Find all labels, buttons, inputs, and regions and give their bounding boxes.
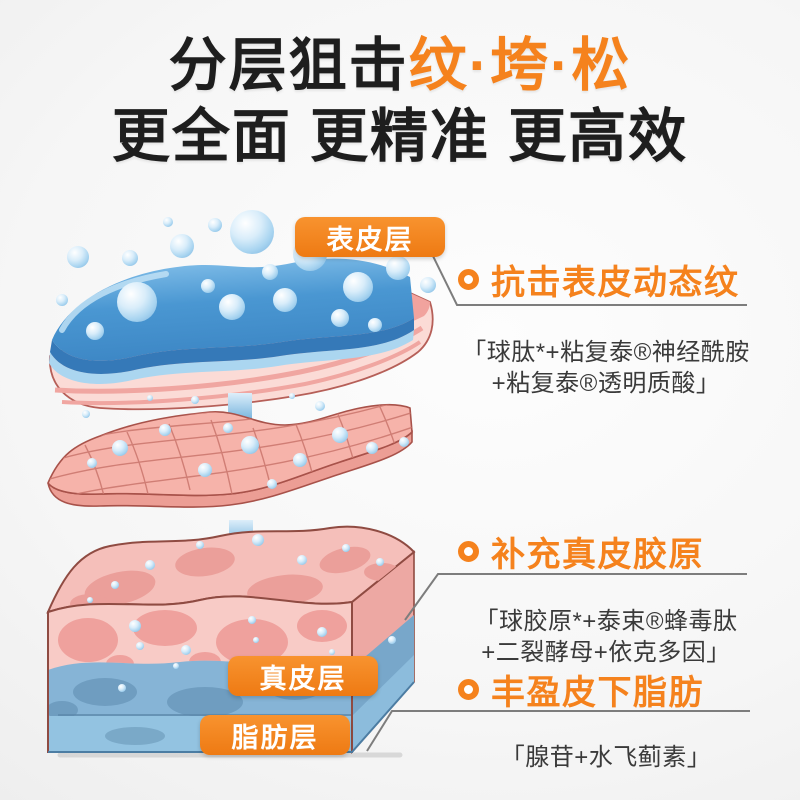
annotation-heading-text: 丰盈皮下脂肪 (491, 673, 704, 712)
dermis-mesh-layer (47, 393, 413, 508)
annotation-epidermis-detail: 「球肽*+粘复泰®神经酰胺+粘复泰®透明质酸」 (462, 339, 750, 397)
title-line1-black: 分层狙击 (168, 33, 409, 98)
annotation-fat-heading: 丰盈皮下脂肪 (458, 669, 704, 712)
bullet-ring-icon (458, 540, 479, 562)
layer-label-epidermis: 表皮层 (295, 217, 445, 257)
title-line1-accent: 纹·垮·松 (408, 33, 632, 98)
layer-label-text: 脂肪层 (231, 722, 319, 753)
annotation-epidermis-heading: 抗击表皮动态纹 (458, 259, 740, 302)
bullet-ring-icon (458, 678, 479, 700)
layer-label-text: 真皮层 (259, 663, 347, 694)
annotation-dermis-detail: 「球胶原*+泰束®蜂毒肽+二裂酵母+依克多因」 (474, 608, 738, 666)
annotation-fat-detail: 「腺苷+水飞蓟素」 (500, 744, 712, 771)
droplets-on-dermis (82, 393, 409, 489)
layer-label-fat: 脂肪层 (200, 715, 350, 755)
page-title: 分层狙击纹·垮·松 更全面 更精准 更高效 (0, 34, 800, 168)
moisture-bubbles-group (56, 210, 436, 340)
layer-label-dermis: 真皮层 (228, 656, 378, 696)
annotation-heading-text: 补充真皮胶原 (491, 535, 704, 574)
title-line2: 更全面 更精准 更高效 (111, 104, 689, 169)
annotation-heading-text: 抗击表皮动态纹 (491, 263, 740, 302)
title-line1: 分层狙击纹·垮·松 (0, 34, 800, 98)
bullet-ring-icon (458, 268, 479, 290)
layer-label-text: 表皮层 (326, 224, 414, 255)
annotation-dermis-heading: 补充真皮胶原 (458, 531, 704, 574)
droplets-on-block (87, 534, 396, 692)
